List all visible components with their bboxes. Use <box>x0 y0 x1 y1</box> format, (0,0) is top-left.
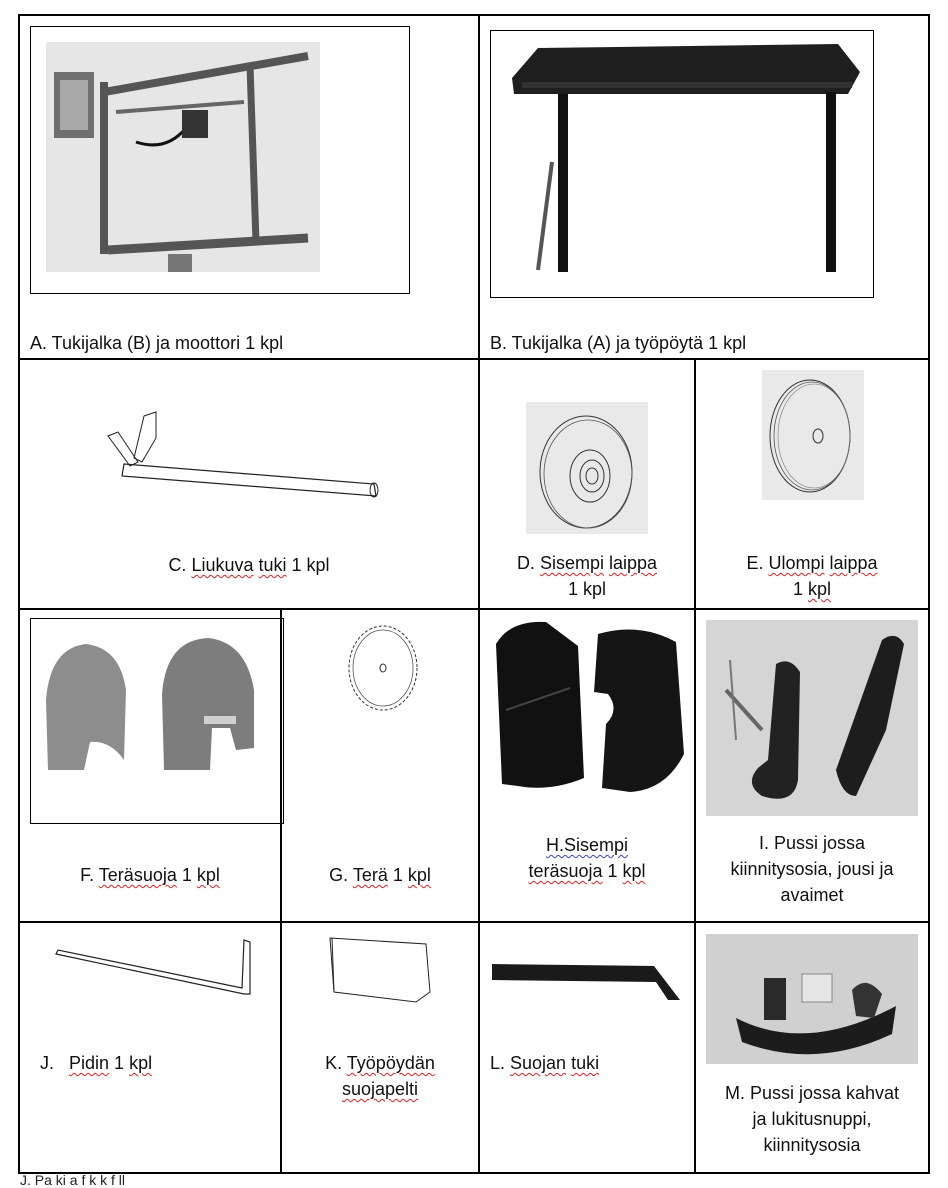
caption-e-prefix: E. <box>746 553 769 573</box>
caption-h-mid: 1 <box>602 861 623 881</box>
col-divider-main <box>478 14 480 1174</box>
fastener-bag-image <box>706 620 918 816</box>
caption-g-word1: Terä <box>352 865 388 885</box>
inner-blade-guard-image <box>496 621 684 792</box>
caption-g-word2: kpl <box>407 865 431 885</box>
caption-a-text: A. Tukijalka (B) ja moottori 1 kpl <box>30 333 284 353</box>
workbench-image <box>512 44 860 272</box>
handles-bag-image <box>706 934 918 1064</box>
image-frame-a <box>30 26 410 294</box>
caption-g-prefix: G. <box>329 865 353 885</box>
caption-m-line1: M. Pussi jossa kahvat <box>724 1083 900 1103</box>
caption-j: J. Pidin 1 kpl <box>40 1050 280 1076</box>
caption-h: H.Sisempi teräsuoja 1 kpl <box>480 832 694 884</box>
row-divider-3 <box>18 921 930 923</box>
blade-guard-image <box>46 638 254 770</box>
caption-m-line3: kiinnitysosia <box>763 1135 861 1155</box>
caption-d-word1: Sisempi <box>539 553 604 573</box>
caption-h-word2: teräsuoja <box>528 861 603 881</box>
table-border-left <box>18 14 20 1174</box>
caption-f-word1: Teräsuoja <box>98 865 177 885</box>
caption-a: A. Tukijalka (B) ja moottori 1 kpl <box>30 330 470 356</box>
saw-blade-image <box>348 625 418 711</box>
caption-l-prefix: L. <box>490 1053 511 1073</box>
caption-j-prefix: J. <box>40 1053 70 1073</box>
caption-e-word2: laippa <box>829 553 878 573</box>
caption-d-word2: laippa <box>609 553 658 573</box>
motor-stand-image <box>46 42 320 272</box>
caption-i-line2: kiinnitysosia, jousi ja <box>730 859 894 879</box>
col-divider-right <box>694 358 696 1174</box>
caption-e-line2a: 1 <box>792 579 808 599</box>
row-divider-1 <box>18 358 930 360</box>
col-divider-left-r3 <box>280 608 282 1174</box>
table-border-right <box>928 14 930 1174</box>
caption-c: C. Liukuva tuki 1 kpl <box>20 552 478 578</box>
caption-i-line3: avaimet <box>780 885 844 905</box>
caption-l: L. Suojan tuki <box>490 1050 690 1076</box>
caption-f-prefix: F. <box>80 865 99 885</box>
caption-b-text: B. Tukijalka (A) ja työpöytä 1 kpl <box>490 333 747 353</box>
table-border-bottom <box>18 1172 930 1174</box>
caption-l-word1: Suojan <box>510 1053 567 1073</box>
table-cover-plate-image <box>329 937 431 1003</box>
caption-j-mid: 1 <box>109 1053 130 1073</box>
caption-c-word2: tuki <box>258 555 287 575</box>
caption-b: B. Tukijalka (A) ja työpöytä 1 kpl <box>490 330 920 356</box>
row-divider-2 <box>18 608 930 610</box>
caption-f: F. Teräsuoja 1 kpl <box>20 862 280 888</box>
holder-bar-image <box>55 939 251 995</box>
caption-c-word1: Liukuva <box>191 555 254 575</box>
caption-f-mid: 1 <box>176 865 197 885</box>
caption-k: K. Työpöydän suojapelti <box>282 1050 478 1102</box>
caption-e: E. Ulompi laippa 1 kpl <box>696 550 928 602</box>
caption-k-word2: suojapelti <box>341 1079 419 1099</box>
caption-j-word2: kpl <box>129 1053 153 1073</box>
caption-k-prefix: K. <box>325 1053 347 1073</box>
caption-i-line1: I. Pussi jossa <box>758 833 866 853</box>
caption-f-word2: kpl <box>196 865 220 885</box>
sliding-support-image <box>107 411 379 498</box>
caption-g: G. Terä 1 kpl <box>282 862 478 888</box>
outer-flange-image <box>762 370 864 500</box>
inner-flange-image <box>526 402 648 534</box>
caption-m-line2: ja lukitusnuppi, <box>752 1109 872 1129</box>
caption-c-suffix: 1 kpl <box>286 555 330 575</box>
table-border-top <box>18 14 930 16</box>
guard-support-image <box>492 964 680 1000</box>
caption-e-word1: Ulompi <box>768 553 825 573</box>
caption-m: M. Pussi jossa kahvat ja lukitusnuppi, k… <box>696 1080 928 1158</box>
caption-i: I. Pussi jossa kiinnitysosia, jousi ja a… <box>696 830 928 908</box>
caption-h-word3: kpl <box>622 861 646 881</box>
caption-g-mid: 1 <box>387 865 408 885</box>
caption-d-line2: 1 kpl <box>567 579 607 599</box>
caption-d-prefix: D. <box>516 553 540 573</box>
image-frame-b <box>490 30 874 298</box>
caption-j-word1: Pidin <box>69 1053 110 1073</box>
caption-l-word2: tuki <box>571 1053 600 1073</box>
caption-h-word1: H.Sisempi <box>545 835 629 855</box>
caption-k-word1: Työpöydän <box>346 1053 435 1073</box>
footer-partial-text: J. Pa ki a f k k f ll <box>20 1172 126 1188</box>
caption-d: D. Sisempi laippa 1 kpl <box>480 550 694 602</box>
image-frame-f <box>30 618 284 824</box>
caption-e-line2b: kpl <box>808 579 832 599</box>
caption-c-prefix: C. <box>168 555 192 575</box>
